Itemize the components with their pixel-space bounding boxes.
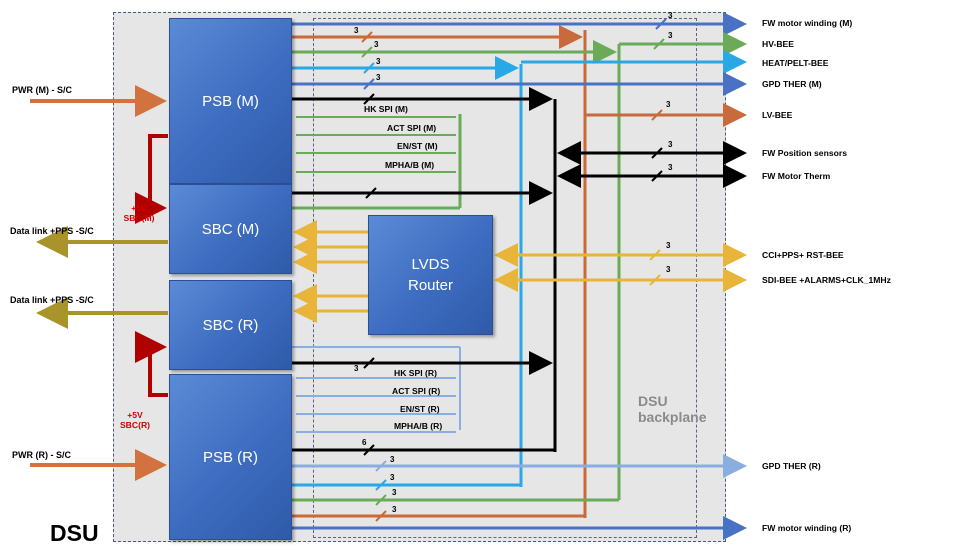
count-hk-spi-r: 3 bbox=[354, 364, 359, 373]
psb-r-block: PSB (R) bbox=[169, 374, 292, 540]
cci-pps-rst-bee-label: CCI+PPS+ RST-BEE bbox=[762, 250, 844, 260]
backplane-line1: DSU bbox=[638, 393, 668, 409]
mpha-b-m-label: MPHA/B (M) bbox=[385, 160, 435, 170]
count-hv-bee: 3 bbox=[374, 40, 379, 49]
fw-position-sensors-label: FW Position sensors bbox=[762, 148, 847, 158]
count-heat-pelt: 3 bbox=[376, 57, 381, 66]
count-psb-r-black: 6 bbox=[362, 438, 367, 447]
count-sdi: 3 bbox=[666, 265, 671, 274]
mpha-b-r-label: MPHA/B (R) bbox=[394, 421, 443, 431]
count-lv-r: 3 bbox=[392, 505, 397, 514]
bus-r-group bbox=[292, 346, 461, 433]
sdi-bee-label: SDI-BEE +ALARMS+CLK_1MHz bbox=[762, 275, 891, 285]
count-lv-bee: 3 bbox=[666, 100, 671, 109]
wire-5v-sbc-m bbox=[135, 134, 168, 224]
sbc-r-5v-line1: +5V bbox=[127, 410, 143, 420]
fw-motor-winding-r-label: FW motor winding (R) bbox=[762, 523, 852, 533]
gpd-ther-r-label: GPD THER (R) bbox=[762, 461, 821, 471]
psb-m-label: PSB (M) bbox=[202, 92, 259, 110]
lvds-label-line1: LVDS bbox=[411, 256, 450, 273]
bus-m-group bbox=[292, 114, 462, 210]
wire-5v-sbc-r bbox=[135, 331, 168, 397]
sbc-m-5v-line1: +5V bbox=[131, 203, 147, 213]
heat-pelt-bee-label: HEAT/PELT-BEE bbox=[762, 58, 829, 68]
en-st-m-label: EN/ST (M) bbox=[397, 141, 438, 151]
sbc-m-5v-line2: SBC(M) bbox=[123, 213, 155, 223]
psb-m-block: PSB (M) bbox=[169, 18, 292, 184]
count-fw-motor-winding-m: 3 bbox=[668, 11, 673, 20]
sbc-r-5v-label: +5V SBC(R) bbox=[116, 410, 154, 430]
pwr-r-label: PWR (R) - S/C bbox=[12, 450, 71, 460]
count-cci: 3 bbox=[666, 241, 671, 250]
dsu-title: DSU bbox=[50, 520, 99, 546]
count-gpd-ther-m: 3 bbox=[376, 73, 381, 82]
sbc-r-block: SBC (R) bbox=[169, 280, 292, 370]
psb-r-label: PSB (R) bbox=[202, 448, 258, 466]
count-lv-bee-top: 3 bbox=[354, 26, 359, 35]
fw-motor-winding-m-label: FW motor winding (M) bbox=[762, 18, 853, 28]
sbc-lvds-links bbox=[293, 220, 368, 323]
sbc-m-block: SBC (M) bbox=[169, 184, 292, 274]
lv-bee-label: LV-BEE bbox=[762, 110, 793, 120]
count-fw-motor-therm: 3 bbox=[668, 163, 673, 172]
data-link-m-label: Data link +PPS -S/C bbox=[10, 226, 94, 236]
fw-motor-therm-label: FW Motor Therm bbox=[762, 171, 831, 181]
count-heat-r: 3 bbox=[390, 473, 395, 482]
count-hv-bee-right: 3 bbox=[668, 31, 673, 40]
bus-width-slashes bbox=[361, 18, 667, 522]
data-link-r-label: Data link +PPS -S/C bbox=[10, 295, 94, 305]
hv-bee-label: HV-BEE bbox=[762, 39, 794, 49]
hk-spi-r-label: HK SPI (R) bbox=[394, 368, 437, 378]
lvds-router-block: LVDS Router bbox=[368, 215, 493, 335]
sbc-m-5v-label: +5V SBC(M) bbox=[120, 203, 158, 223]
pwr-m-label: PWR (M) - S/C bbox=[12, 85, 72, 95]
count-fw-position: 3 bbox=[668, 140, 673, 149]
hk-spi-m-label: HK SPI (M) bbox=[364, 104, 408, 114]
lvds-label-line2: Router bbox=[407, 277, 454, 294]
act-spi-m-label: ACT SPI (M) bbox=[387, 123, 437, 133]
count-hv-r: 3 bbox=[392, 488, 397, 497]
en-st-r-label: EN/ST (R) bbox=[400, 404, 440, 414]
dsu-backplane-label: DSU backplane bbox=[638, 393, 706, 425]
count-gpd-ther-r: 3 bbox=[390, 455, 395, 464]
gpd-ther-m-label: GPD THER (M) bbox=[762, 79, 822, 89]
act-spi-r-label: ACT SPI (R) bbox=[392, 386, 441, 396]
sbc-r-5v-line2: SBC(R) bbox=[119, 420, 151, 430]
sbc-r-label: SBC (R) bbox=[202, 316, 259, 334]
sbc-m-label: SBC (M) bbox=[201, 220, 260, 238]
backplane-line2: backplane bbox=[638, 409, 707, 425]
